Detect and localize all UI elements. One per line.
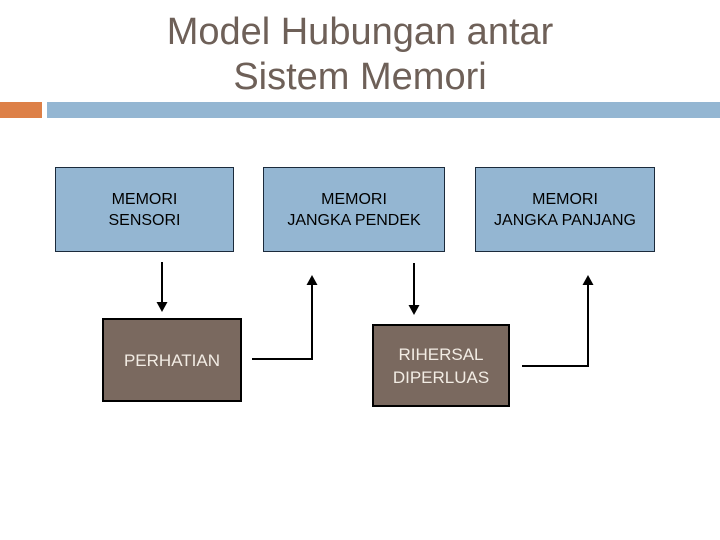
connector-perhatian-to-pendek-arrow-icon — [252, 275, 318, 360]
memori-jangka-panjang-box: MEMORI JANGKA PANJANG — [475, 167, 655, 252]
rihersal-diperluas-box: RIHERSAL DIPERLUAS — [372, 324, 510, 407]
connector-rihersal-to-panjang-arrow-icon — [522, 275, 594, 367]
connector-pendek-to-rihersal-arrow-icon — [408, 263, 420, 315]
perhatian-box: PERHATIAN — [102, 318, 242, 402]
accent-bar-blue — [47, 102, 720, 118]
accent-bar-orange — [0, 102, 42, 118]
memori-sensori-box: MEMORI SENSORI — [55, 167, 234, 252]
memori-jangka-pendek-box: MEMORI JANGKA PENDEK — [263, 167, 445, 252]
slide-title: Model Hubungan antar Sistem Memori — [166, 11, 554, 98]
connector-sensori-to-perhatian-arrow-icon — [156, 262, 168, 312]
